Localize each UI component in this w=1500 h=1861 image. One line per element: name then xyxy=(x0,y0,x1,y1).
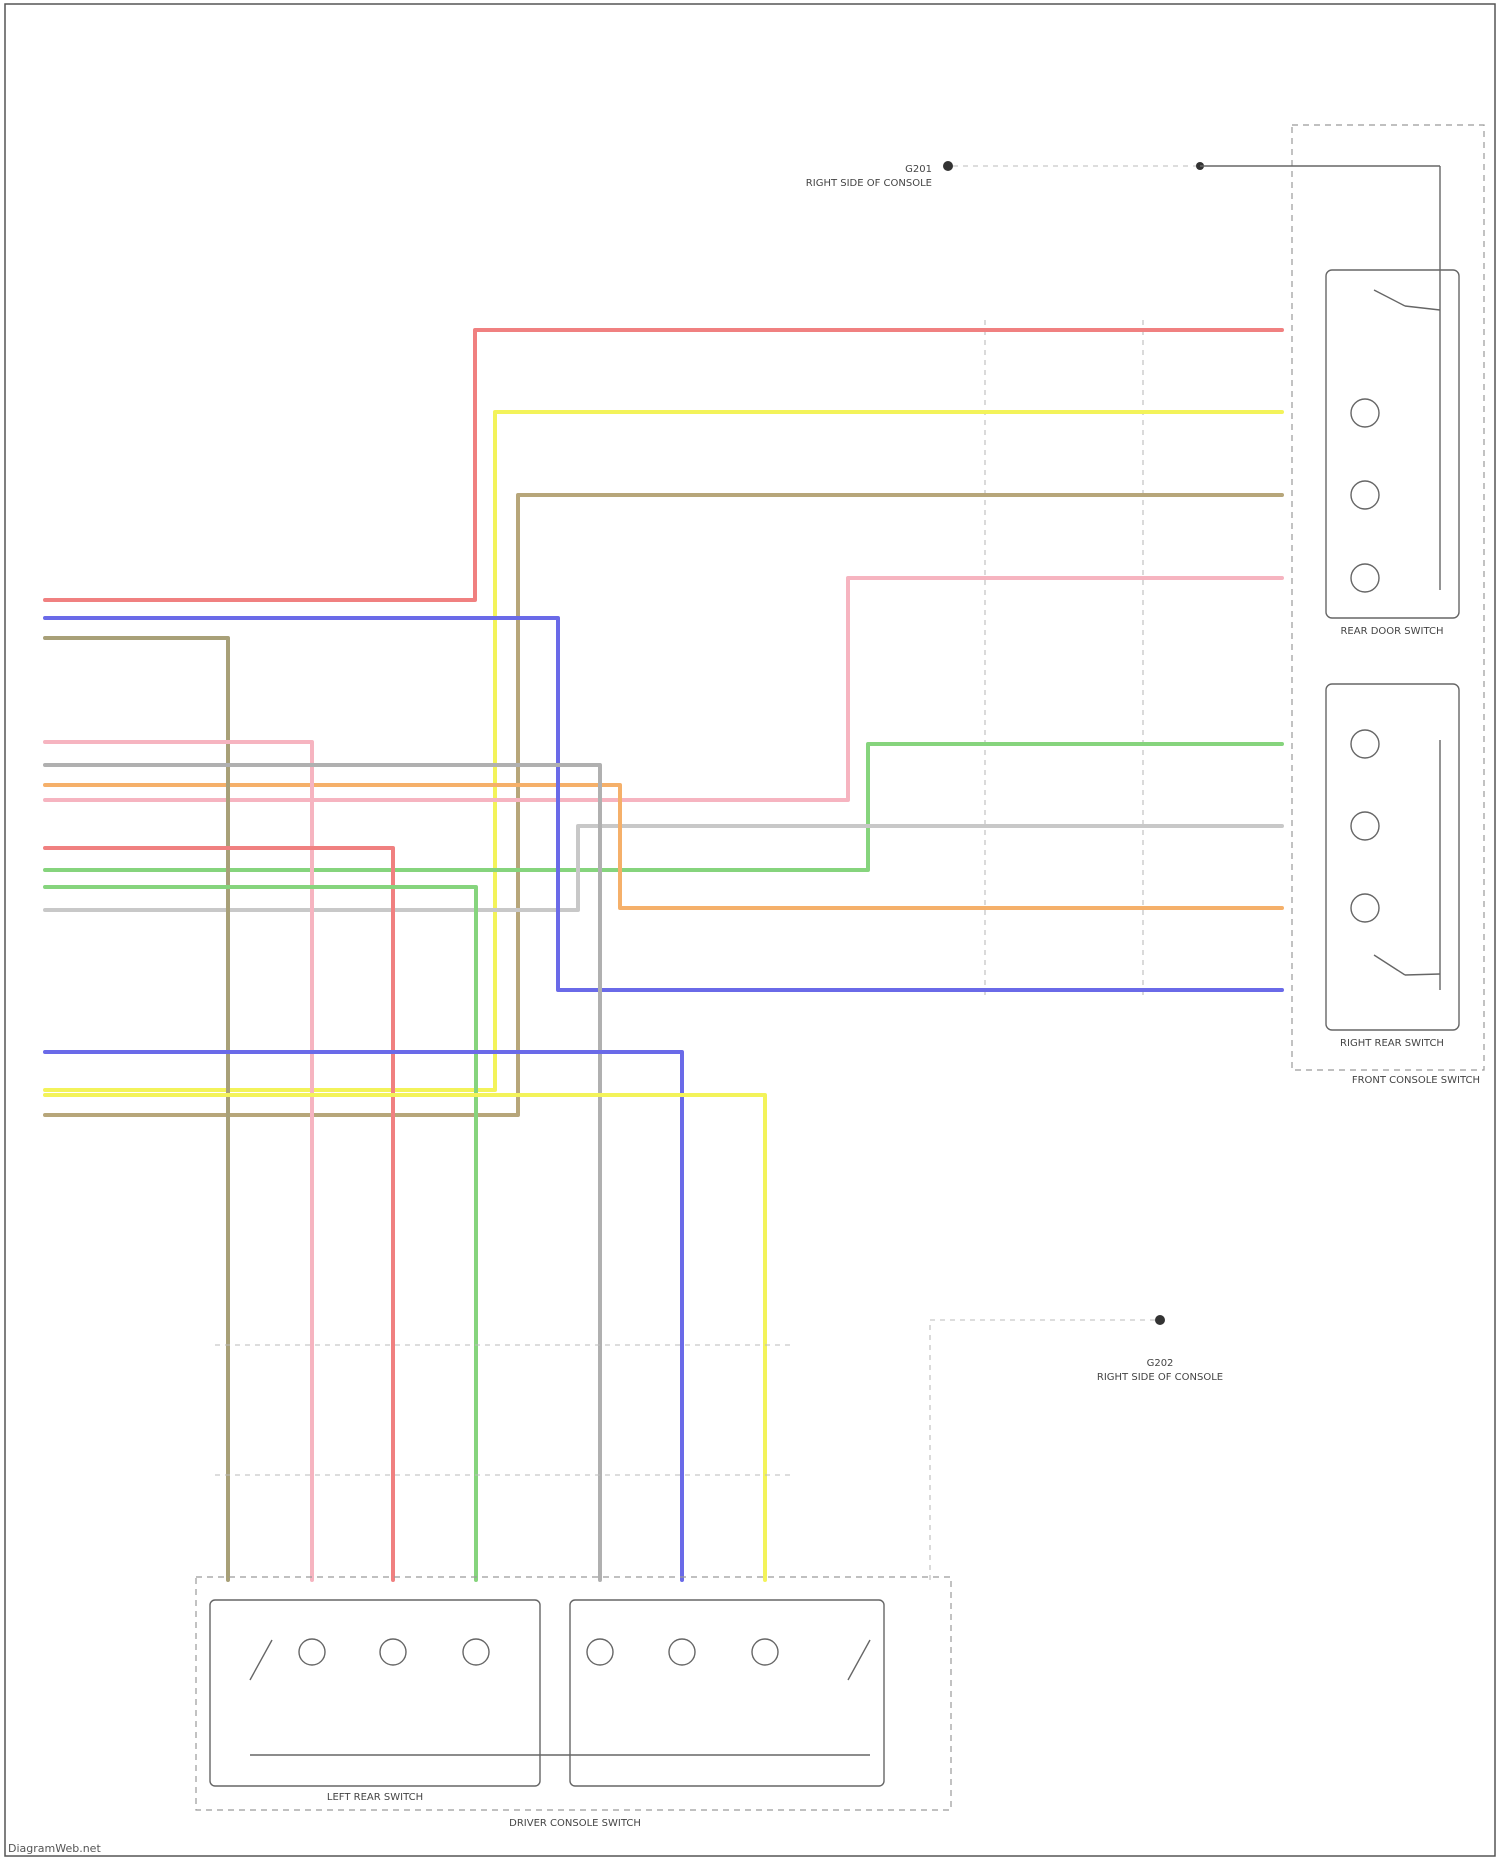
wire-olive-2 xyxy=(45,638,228,1580)
wire-blue-1 xyxy=(45,618,1282,990)
front-console-label: FRONT CONSOLE SWITCH xyxy=(1352,1075,1480,1086)
wire-red-2 xyxy=(45,848,393,1580)
wire-olive-1 xyxy=(45,495,1282,1115)
footer-watermark: DiagramWeb.net xyxy=(8,1842,101,1855)
front-console-enclosure xyxy=(1292,125,1484,1070)
ground-top-label: G201 xyxy=(905,164,932,175)
left-rear-switch-label: LEFT REAR SWITCH xyxy=(327,1792,423,1803)
wire-green-1 xyxy=(45,744,1282,870)
rear-door-switch-label: REAR DOOR SWITCH xyxy=(1340,626,1443,637)
wire-blue-2 xyxy=(45,1052,682,1580)
ground-bottom-label: G202 xyxy=(1147,1358,1174,1369)
rear-door-switch-box xyxy=(1326,270,1459,618)
wires xyxy=(45,330,1282,1580)
wire-green-2 xyxy=(45,887,476,1580)
right-rear-switch-box xyxy=(1326,684,1459,1030)
wire-pink-2 xyxy=(45,742,312,1580)
right-rear-bottom-box xyxy=(570,1600,884,1786)
left-rear-switch-box xyxy=(210,1600,540,1786)
wire-yellow-2 xyxy=(45,1095,765,1580)
bottom-ground-feed: G202 RIGHT SIDE OF CONSOLE xyxy=(930,1315,1223,1580)
wire-red-1 xyxy=(45,330,1282,600)
driver-console-label: DRIVER CONSOLE SWITCH xyxy=(509,1818,641,1829)
lamp-icons-bottom xyxy=(250,1639,870,1755)
front-switch-internals xyxy=(1374,290,1440,990)
lamp-icons-right xyxy=(1351,399,1379,922)
driver-console-enclosure xyxy=(196,1577,951,1810)
ground-bottom-desc: RIGHT SIDE OF CONSOLE xyxy=(1097,1372,1223,1383)
right-rear-switch-label: RIGHT REAR SWITCH xyxy=(1340,1038,1444,1049)
ground-top-desc: RIGHT SIDE OF CONSOLE xyxy=(806,178,932,189)
top-feed: G201 RIGHT SIDE OF CONSOLE xyxy=(806,161,1440,310)
